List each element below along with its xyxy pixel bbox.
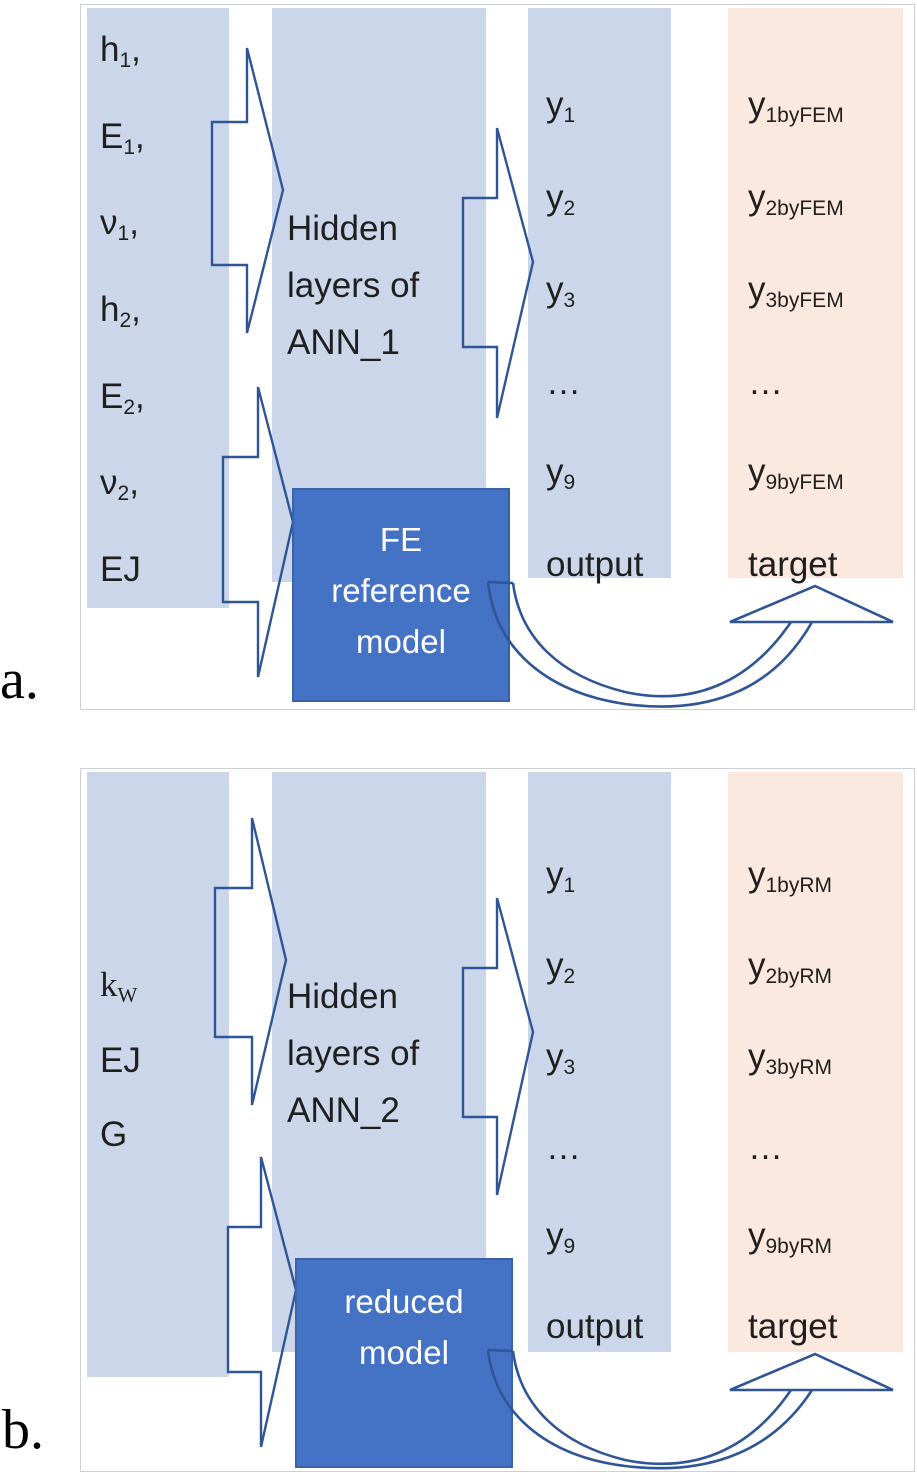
- panel-a-output-column: [528, 8, 671, 578]
- panel-a-target-caption: target: [748, 544, 838, 584]
- hidden-layers-line: layers of: [287, 1034, 420, 1073]
- panel-b-hidden-layers-label: Hidden layers of ANN_2: [287, 968, 419, 1139]
- io-row: …: [546, 362, 581, 402]
- io-row: EJ: [100, 549, 141, 589]
- panel-b-target-list: y1byRM y2byRM y3byRM … y9byRM target: [748, 855, 838, 1347]
- io-row: y3byRM: [748, 1036, 833, 1079]
- model-box-line: model: [359, 1334, 449, 1371]
- io-row: y9byFEM: [748, 452, 844, 495]
- panel-b-hidden-column: [272, 772, 486, 1352]
- hidden-layers-line: Hidden: [287, 977, 398, 1016]
- io-row: y2byFEM: [748, 177, 844, 220]
- fe-reference-model-box: FE reference model: [292, 488, 510, 702]
- io-row: y2: [546, 945, 576, 988]
- model-box-line: model: [356, 623, 446, 660]
- model-box-line: reduced: [344, 1283, 464, 1320]
- reduced-model-box: reduced model: [295, 1258, 513, 1468]
- panel-a-tag: a.: [0, 649, 39, 711]
- io-row: G: [100, 1114, 128, 1154]
- io-row: kW: [100, 965, 138, 1007]
- io-row: y9: [546, 1215, 576, 1258]
- model-box-line: FE: [379, 521, 423, 558]
- io-row: h2,: [100, 289, 141, 332]
- io-row: y9: [546, 452, 576, 495]
- io-row: y3: [546, 1036, 576, 1079]
- panel-a-target-column: [728, 8, 903, 578]
- io-row: EJ: [100, 1040, 141, 1080]
- panel-a-hidden-layers-label: Hidden layers of ANN_1: [287, 200, 419, 371]
- io-row: ν1,: [100, 203, 139, 246]
- panel-a-input-column: [87, 8, 229, 608]
- io-row: h1,: [100, 30, 141, 72]
- hidden-layers-line: ANN_2: [287, 1091, 400, 1130]
- io-row: y1byFEM: [748, 85, 844, 127]
- hidden-layers-line: Hidden: [287, 209, 398, 248]
- panel-a-hidden-column: [272, 8, 486, 582]
- io-row: y1: [546, 85, 576, 127]
- panel-b-output-column: [528, 772, 671, 1352]
- io-row: …: [748, 362, 783, 402]
- panel-b-target-column: [728, 772, 903, 1352]
- io-row: ν2,: [100, 463, 139, 505]
- io-row: y2byRM: [748, 945, 833, 988]
- panel-a-input-list: h1, E1, ν1, h2, E2, ν2, EJ: [100, 30, 145, 590]
- io-row: …: [748, 1127, 783, 1167]
- hidden-layers-line: layers of: [287, 266, 420, 305]
- panel-a-output-list: y1 y2 y3 … y9 output: [546, 85, 643, 585]
- panel-b-target-caption: target: [748, 1306, 838, 1346]
- panel-b-input-list: kW EJ G: [100, 965, 141, 1155]
- panel-a-target-list: y1byFEM y2byFEM y3byFEM … y9byFEM target: [748, 85, 844, 585]
- panel-a-output-caption: output: [546, 544, 644, 584]
- io-row: y3byFEM: [748, 270, 844, 312]
- io-row: E2,: [100, 376, 145, 419]
- io-row: …: [546, 1127, 581, 1167]
- panel-b-output-caption: output: [546, 1306, 644, 1346]
- io-row: y1byRM: [748, 855, 833, 897]
- panel-b-tag: b.: [2, 1399, 44, 1461]
- io-row: y1: [546, 855, 576, 897]
- io-row: y9byRM: [748, 1215, 833, 1258]
- io-row: y2: [546, 177, 576, 220]
- io-row: E1,: [100, 116, 145, 159]
- model-box-line: reference: [331, 572, 471, 609]
- panel-b-input-column: [87, 772, 229, 1377]
- panel-b-output-list: y1 y2 y3 … y9 output: [546, 855, 643, 1347]
- hidden-layers-line: ANN_1: [287, 323, 400, 362]
- io-row: y3: [546, 270, 576, 312]
